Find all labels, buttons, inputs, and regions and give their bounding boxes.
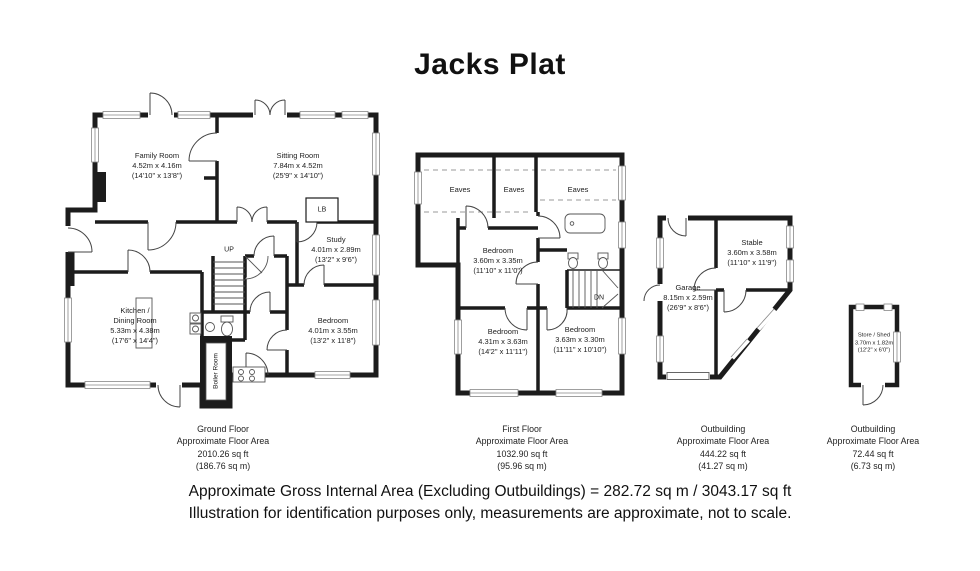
room-label-bedroom-bottom-right: Bedroom 3.63m x 3.30m (11'11" x 10'10") xyxy=(553,324,607,355)
room-label-kitchen-dining-room: Kitchen / Dining Room 5.33m x 4.38m (17'… xyxy=(110,305,160,346)
room-label-bedroom-top: Bedroom 3.60m x 3.35m (11'10" x 11'0") xyxy=(473,245,523,276)
outbuilding-store-plan xyxy=(848,303,901,406)
caption-area-imperial: 444.22 sq ft xyxy=(700,448,746,459)
boiler-room-label: Boiler Room xyxy=(212,353,220,389)
shower-icon xyxy=(244,255,269,280)
room-label-garage: Garage 8.15m x 2.59m (26'9" x 8'6") xyxy=(663,282,713,313)
caption-area-metric: (41.27 sq m) xyxy=(698,460,748,471)
store-door-opening xyxy=(861,381,885,389)
room-label-ground-bedroom: Bedroom 4.01m x 3.55m (13'2" x 11'8") xyxy=(308,315,358,346)
ground-floor-windows xyxy=(64,111,380,389)
outbuilding-main-doors xyxy=(643,217,747,313)
stairs-down-label: DN xyxy=(593,294,605,302)
hob-icon xyxy=(232,366,266,383)
chimney-breast xyxy=(65,252,75,286)
garage-door xyxy=(666,372,710,380)
outbuilding-main-caption: Outbuilding Approximate Floor Area 444.2… xyxy=(677,423,769,472)
first-floor-fixtures xyxy=(564,213,609,269)
ground-floor-caption: Ground Floor Approximate Floor Area 2010… xyxy=(177,423,269,472)
room-label-eaves-right: Eaves xyxy=(567,184,589,194)
caption-subtitle: Approximate Floor Area xyxy=(826,436,920,447)
staircase-down xyxy=(572,269,619,309)
room-label-eaves-left: Eaves xyxy=(449,184,471,194)
bathtub-icon xyxy=(564,213,606,234)
room-label-bedroom-bottom-left: Bedroom 4.31m x 3.63m (14'2" x 11'11") xyxy=(478,326,528,357)
caption-area-imperial: 2010.26 sq ft xyxy=(197,448,249,459)
lb-cupboard xyxy=(305,197,339,223)
room-label-family-room: Family Room 4.52m x 4.16m (14'10" x 13'8… xyxy=(131,150,183,181)
sink-icon xyxy=(205,322,215,332)
first-floor-windows xyxy=(414,165,626,397)
room-label-store-shed: Store / Shed 3.70m x 1.82m (12'2" x 6'0"… xyxy=(854,332,894,354)
page-title: Jacks Plat xyxy=(414,48,566,81)
caption-area-metric: (95.96 sq m) xyxy=(497,460,547,471)
staircase-up xyxy=(213,261,245,305)
lb-label: LB xyxy=(317,206,327,214)
kitchen-island xyxy=(135,297,153,349)
room-label-stable: Stable 3.60m x 3.58m (11'10" x 11'9") xyxy=(727,237,777,268)
outbuilding-main-plan xyxy=(643,214,794,380)
caption-area-imperial: 72.44 sq ft xyxy=(852,448,894,459)
ground-floor-doors xyxy=(67,92,325,408)
room-label-sitting-room: Sitting Room 7.84m x 4.52m (25'9" x 14'1… xyxy=(272,150,324,181)
boiler-room xyxy=(200,336,232,406)
toilet-icon xyxy=(220,315,234,323)
ground-floor-fixtures xyxy=(135,255,269,383)
ground-floor-interior-walls xyxy=(68,115,376,385)
footer-disclaimer: Approximate Gross Internal Area (Excludi… xyxy=(0,481,980,526)
gross-internal-area: Approximate Gross Internal Area (Excludi… xyxy=(188,483,792,500)
caption-title: Ground Floor xyxy=(197,424,249,434)
outbuilding-store-windows xyxy=(855,303,901,363)
caption-area-imperial: 1032.90 sq ft xyxy=(496,448,548,459)
outbuilding-main-interior-walls xyxy=(714,218,790,377)
caption-area-metric: (186.76 sq m) xyxy=(195,460,251,471)
caption-subtitle: Approximate Floor Area xyxy=(176,436,270,447)
chimney-breast xyxy=(95,172,106,202)
first-floor-caption: First Floor Approximate Floor Area 1032.… xyxy=(476,423,568,472)
outbuilding-store-outline xyxy=(848,304,900,388)
caption-title: First Floor xyxy=(502,424,542,434)
first-floor-plan xyxy=(414,152,626,397)
disclaimer-text: Illustration for identification purposes… xyxy=(188,505,792,523)
first-floor-interior-walls xyxy=(456,155,622,393)
ground-floor-plan xyxy=(64,92,380,409)
outbuilding-diagonal-windows xyxy=(728,306,777,360)
caption-subtitle: Approximate Floor Area xyxy=(676,436,770,447)
room-label-study: Study 4.01m x 2.89m (13'2" x 9'6") xyxy=(311,234,361,265)
caption-area-metric: (6.73 sq m) xyxy=(850,460,896,471)
eaves-dashed-lines xyxy=(424,169,616,213)
outbuilding-main-windows xyxy=(656,225,794,363)
outbuilding-store-caption: Outbuilding Approximate Floor Area 72.44… xyxy=(827,423,919,472)
stairs-up-label: UP xyxy=(224,246,234,254)
caption-title: Outbuilding xyxy=(700,424,746,434)
caption-subtitle: Approximate Floor Area xyxy=(475,436,569,447)
first-floor-doors xyxy=(465,205,568,331)
store-door xyxy=(862,384,884,406)
caption-title: Outbuilding xyxy=(850,424,896,434)
room-label-eaves-middle: Eaves xyxy=(503,184,525,194)
